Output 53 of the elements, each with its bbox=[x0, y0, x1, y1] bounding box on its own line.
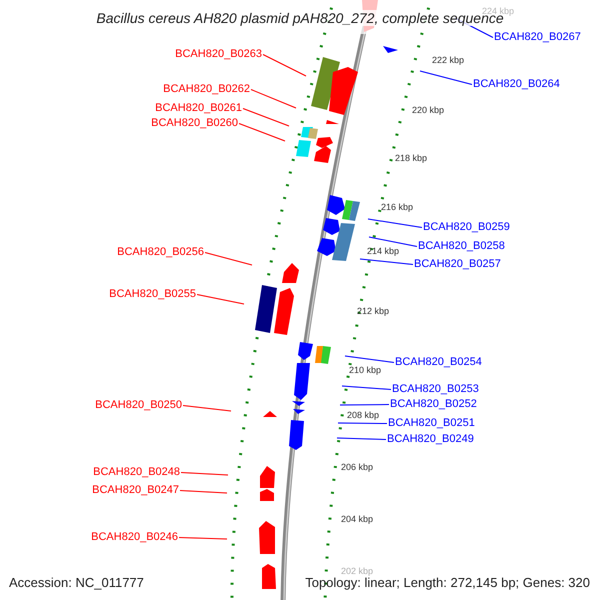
sequence-info-text: Topology: linear; Length: 272,145 bp; Genes: 320 bbox=[305, 575, 590, 590]
leader-line bbox=[360, 258, 414, 265]
leader-line bbox=[196, 294, 244, 304]
gene-label: BCAH820_B0251 bbox=[388, 417, 475, 430]
scale-label: 208 kbp bbox=[347, 410, 380, 420]
scale-label: 214 kbp bbox=[367, 246, 400, 256]
gene-label: BCAH820_B0247 bbox=[92, 484, 179, 497]
leader-line bbox=[368, 218, 422, 228]
gene-label: BCAH820_B0252 bbox=[390, 398, 477, 411]
gene-label: BCAH820_B0253 bbox=[392, 383, 479, 396]
leader-line bbox=[180, 490, 228, 494]
gene-label: BCAH820_B0257 bbox=[414, 258, 501, 271]
leader-line bbox=[242, 108, 290, 126]
gene-label: BCAH820_B0256 bbox=[117, 246, 204, 259]
gene-label: BCAH820_B0259 bbox=[423, 221, 510, 234]
gene-label: BCAH820_B0246 bbox=[91, 531, 178, 544]
leader-line bbox=[336, 438, 386, 440]
leader-line bbox=[368, 236, 418, 247]
leader-line bbox=[340, 404, 390, 406]
leader-line bbox=[182, 405, 232, 412]
leader-line bbox=[178, 537, 228, 540]
scale-label: 220 kbp bbox=[412, 105, 444, 115]
scale-label: 224 kbp bbox=[482, 6, 514, 16]
accession-text: Accession: NC_011777 bbox=[9, 575, 144, 590]
scale-label: 204 kbp bbox=[341, 514, 374, 524]
gene-label: BCAH820_B0260 bbox=[151, 117, 238, 130]
leader-line bbox=[180, 472, 228, 476]
gene-label: BCAH820_B0249 bbox=[387, 433, 474, 446]
leader-line bbox=[342, 386, 392, 390]
leader-line bbox=[250, 89, 296, 108]
scale-label: 202 kbp bbox=[341, 566, 374, 576]
gene-label: BCAH820_B0267 bbox=[494, 31, 581, 44]
scale-label: 210 kbp bbox=[349, 365, 382, 375]
gene-label: BCAH820_B0258 bbox=[418, 240, 505, 253]
gene-label: BCAH820_B0250 bbox=[95, 399, 182, 412]
leader-line bbox=[204, 252, 252, 266]
scale-label: 222 kbp bbox=[432, 55, 464, 65]
gene-label: BCAH820_B0248 bbox=[93, 466, 180, 479]
scale-label: 216 kbp bbox=[381, 202, 414, 212]
leader-line bbox=[262, 54, 306, 76]
leader-line bbox=[344, 356, 394, 363]
gene-label: BCAH820_B0262 bbox=[163, 83, 250, 96]
leader-line bbox=[238, 123, 286, 142]
gene-label: BCAH820_B0254 bbox=[395, 356, 482, 369]
scale-label: 206 kbp bbox=[341, 462, 374, 472]
scale-label: 218 kbp bbox=[395, 153, 428, 163]
gene-label: BCAH820_B0261 bbox=[155, 102, 242, 115]
scale-label: 212 kbp bbox=[357, 306, 390, 316]
gene-label: BCAH820_B0255 bbox=[109, 288, 196, 301]
leader-line bbox=[338, 422, 388, 424]
leader-line bbox=[420, 70, 472, 85]
gene-label: BCAH820_B0264 bbox=[473, 78, 560, 91]
gene-label: BCAH820_B0263 bbox=[175, 48, 262, 61]
